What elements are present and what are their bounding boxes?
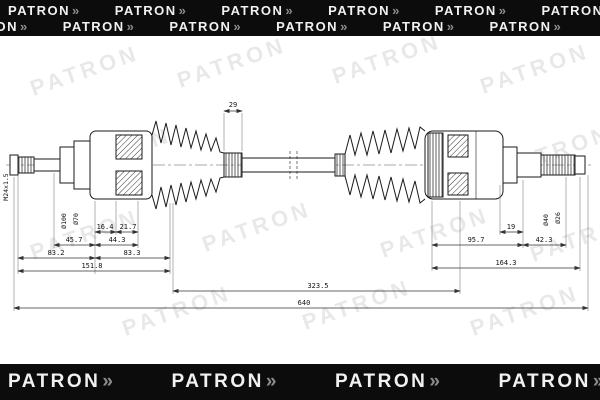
brand-logo-text: PATRON (171, 371, 264, 392)
dimension-lines (13, 108, 589, 311)
brand-logo: PATRON» (171, 371, 278, 393)
dim-label-dia-100: Ø100 (60, 213, 68, 229)
dim-label-45-7: 45.7 (66, 236, 83, 244)
driveshaft-diagram: 29 M24x1.5 Ø100 Ø70 Ø40 Ø26 16.4 21.7 45… (2, 101, 594, 311)
right-step-ring (502, 146, 518, 184)
brand-logo-text: PATRON (382, 18, 445, 34)
brand-arrow-icon: » (285, 2, 295, 18)
brand-logo-text: PATRON (334, 371, 428, 392)
extension-lines (13, 113, 589, 311)
left-boot-top (151, 120, 225, 154)
brand-logo: PATRON» (115, 3, 188, 18)
brand-logo-text: PATRON (8, 2, 70, 18)
brand-arrow-icon: » (340, 18, 349, 34)
left-boot-clamp (223, 152, 243, 178)
bottom-brand-bar: PATRON» PATRON» PATRON» PATRON» (0, 364, 600, 400)
outer-joint-bearing-top (447, 134, 469, 158)
brand-logo: PATRON» (435, 3, 508, 18)
right-spline-section (540, 154, 576, 176)
dim-label-dia-40: Ø40 (542, 214, 550, 226)
dim-label-83-2: 83.2 (48, 249, 65, 257)
dim-label-164-3: 164.3 (495, 259, 516, 267)
outer-joint-bearing-bottom (447, 172, 469, 196)
right-boot-clamp (334, 153, 346, 177)
right-boot-bottom (344, 173, 426, 204)
brand-logo: PATRON» (8, 371, 115, 393)
dim-label-21-7: 21.7 (120, 223, 137, 231)
brand-arrow-icon: » (446, 18, 456, 34)
interconnecting-shaft (241, 157, 336, 173)
brand-logo: PATRON» (0, 19, 29, 34)
brand-logo-row: PATRON» PATRON» PATRON» PATRON» PATRON» … (0, 3, 600, 18)
top-brand-bar: PATRON» PATRON» PATRON» PATRON» PATRON» … (0, 0, 600, 36)
brand-arrow-icon: » (126, 18, 136, 34)
brand-logo-text: PATRON (0, 18, 18, 34)
dim-label-42-3: 42.3 (536, 236, 553, 244)
brand-arrow-icon: » (71, 2, 81, 18)
brand-logo: PATRON» (169, 19, 242, 34)
left-stub-shaft (33, 158, 61, 172)
left-boot-bottom (151, 176, 225, 210)
dim-label-95-7: 95.7 (468, 236, 485, 244)
brand-logo: PATRON» (328, 3, 401, 18)
brand-logo: PATRON» (63, 19, 136, 34)
brand-logo-row: PATRON» PATRON» PATRON» PATRON» PATRON» … (0, 19, 600, 34)
brand-logo: PATRON» (383, 19, 456, 34)
brand-arrow-icon: » (265, 371, 279, 392)
brand-logo: PATRON» (490, 19, 563, 34)
brand-logo-text: PATRON (114, 2, 177, 18)
brand-arrow-icon: » (429, 371, 443, 392)
brand-arrow-icon: » (233, 18, 243, 34)
dim-label-clamp-width: 29 (229, 101, 237, 109)
brand-logo: PATRON» (542, 3, 600, 18)
brand-arrow-icon: » (102, 371, 116, 392)
dim-label-19: 19 (507, 223, 515, 231)
dim-label-16-4: 16.4 (97, 223, 114, 231)
dim-label-83-3: 83.3 (124, 249, 141, 257)
brand-logo: PATRON» (8, 3, 81, 18)
brand-logo-text: PATRON (221, 2, 284, 18)
brand-arrow-icon: » (593, 371, 600, 392)
brand-logo-text: PATRON (169, 18, 232, 34)
brand-logo-text: PATRON (434, 2, 497, 18)
left-collar (59, 146, 75, 184)
outer-joint-clamp-band (427, 132, 444, 198)
brand-logo: PATRON» (221, 3, 294, 18)
brand-arrow-icon: » (178, 2, 188, 18)
brand-logo-text: PATRON (489, 18, 552, 34)
brand-logo-text: PATRON (8, 371, 101, 392)
inner-joint-bearing-bottom (115, 170, 143, 196)
brand-logo: PATRON» (335, 371, 442, 393)
brand-logo-row: PATRON» PATRON» PATRON» PATRON» (0, 371, 600, 393)
right-stub-end (574, 155, 586, 175)
brand-arrow-icon: » (392, 2, 401, 18)
dim-label-thread: M24x1.5 (2, 173, 10, 200)
brand-arrow-icon: » (19, 18, 29, 34)
brand-logo-text: PATRON (62, 18, 125, 34)
left-step-ring (73, 140, 91, 190)
brand-arrow-icon: » (553, 18, 563, 34)
driveshaft-parts (9, 120, 586, 210)
threaded-stub (17, 156, 35, 174)
brand-logo-text: PATRON (328, 2, 391, 18)
brand-logo-text: PATRON (498, 371, 591, 392)
dim-label-151-8: 151.8 (81, 262, 102, 270)
brand-logo-text: PATRON (541, 2, 600, 18)
dim-label-640: 640 (298, 299, 311, 307)
dim-label-323-5: 323.5 (307, 282, 328, 290)
dim-label-dia-70: Ø70 (72, 213, 80, 225)
inner-joint-bearing-top (115, 134, 143, 160)
thread-end-washer (9, 154, 19, 176)
brand-logo-text: PATRON (276, 18, 339, 34)
right-boot-top (344, 126, 426, 157)
dim-label-44-3: 44.3 (109, 236, 126, 244)
dim-label-dia-26: Ø26 (554, 212, 562, 224)
brand-logo: PATRON» (498, 371, 600, 393)
brand-arrow-icon: » (498, 2, 508, 18)
right-stub-shaft (516, 152, 542, 178)
brand-logo: PATRON» (276, 19, 349, 34)
